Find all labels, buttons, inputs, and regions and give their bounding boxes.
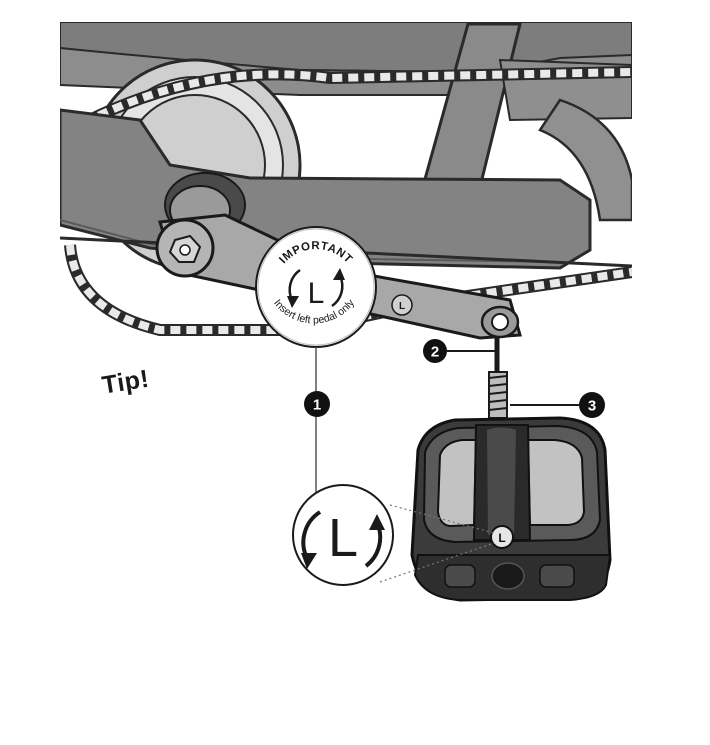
callout-1: 1 xyxy=(304,391,330,417)
important-badge: IMPORTANT Insert left pedal only L xyxy=(256,227,376,347)
svg-text:3: 3 xyxy=(588,398,596,415)
callout-2: 2 xyxy=(423,339,496,363)
pedal-l-mark: L xyxy=(491,526,513,548)
l-detail-circle: L xyxy=(293,485,393,585)
pedal xyxy=(412,418,610,600)
pedal-spindle xyxy=(489,336,507,418)
detail-letter: L xyxy=(328,508,358,568)
crank-l-mark: L xyxy=(392,295,412,315)
svg-text:L: L xyxy=(399,301,405,312)
callout-3: 3 xyxy=(510,392,605,418)
badge-letter: L xyxy=(308,277,325,310)
svg-text:L: L xyxy=(498,531,505,545)
svg-text:2: 2 xyxy=(431,344,439,361)
svg-text:1: 1 xyxy=(313,397,321,414)
